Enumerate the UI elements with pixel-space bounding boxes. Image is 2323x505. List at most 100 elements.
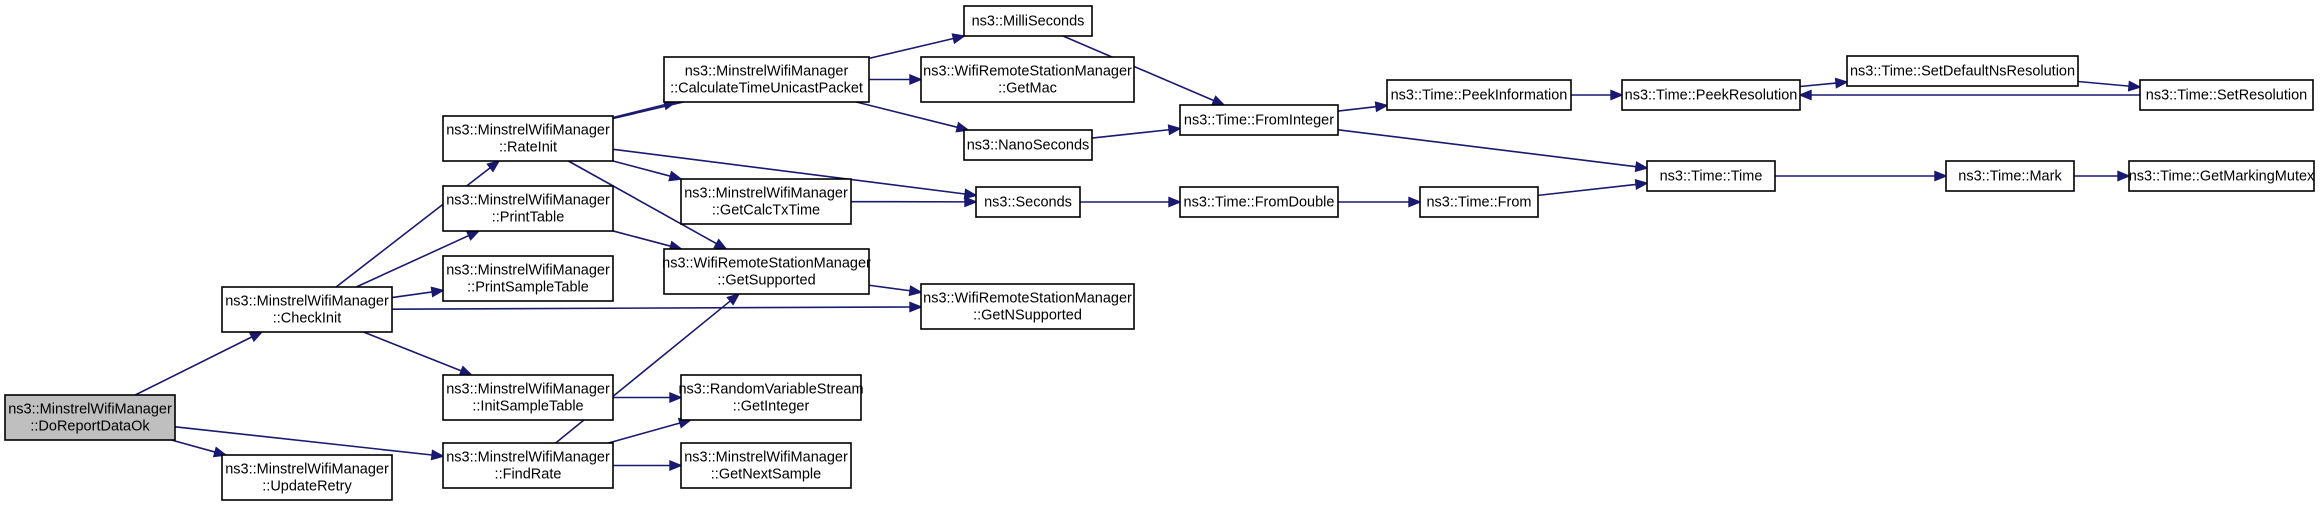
node-setdefault[interactable]: ns3::Time::SetDefaultNsResolution <box>1846 55 2079 87</box>
node-label-nanoseconds-0: ns3::NanoSeconds <box>967 138 1090 154</box>
node-label-seconds-0: ns3::Seconds <box>984 195 1072 211</box>
node-label-checkinit-0: ns3::MinstrelWifiManager <box>225 294 389 310</box>
node-label-time-0: ns3::Time::Time <box>1660 169 1763 185</box>
node-box-nanoseconds <box>963 129 1093 161</box>
node-label-updateretry-1: ::UpdateRetry <box>262 479 352 495</box>
node-time[interactable]: ns3::Time::Time <box>1646 160 1776 192</box>
node-label-printtable-0: ns3::MinstrelWifiManager <box>446 193 610 209</box>
node-label-frominteger-0: ns3::Time::FromInteger <box>1184 113 1334 129</box>
node-calctime[interactable]: ns3::MinstrelWifiManager::CalculateTimeU… <box>663 56 870 103</box>
node-label-initsample-0: ns3::MinstrelWifiManager <box>446 382 610 398</box>
arrowhead-doreport-to-findrate <box>430 449 445 461</box>
arrowhead-calctime-to-getmac <box>909 73 923 86</box>
node-getsupported[interactable]: ns3::WifiRemoteStationManager::GetSuppor… <box>662 248 871 295</box>
node-printtable[interactable]: ns3::MinstrelWifiManager::PrintTable <box>442 185 614 232</box>
node-box-setres <box>2139 79 2314 111</box>
node-box-updateretry <box>221 454 393 501</box>
node-frominteger[interactable]: ns3::Time::FromInteger <box>1179 104 1339 136</box>
node-label-fromdouble-0: ns3::Time::FromDouble <box>1184 195 1335 211</box>
arrowhead-peekres-to-setdefault <box>1834 77 1849 89</box>
node-label-getmac-1: ::GetMac <box>998 81 1057 97</box>
arrowhead-checkinit-to-initsample <box>458 365 474 376</box>
node-from[interactable]: ns3::Time::From <box>1419 186 1539 218</box>
node-label-milliseconds-0: ns3::MilliSeconds <box>972 14 1085 30</box>
edge-nanoseconds-to-frominteger <box>1091 128 1170 139</box>
arrowhead-time-to-mark <box>1934 170 1948 182</box>
edge-milliseconds-to-frominteger <box>1062 35 1215 102</box>
node-box-initsample <box>442 374 614 421</box>
edge-rateinit-to-getsupported <box>567 160 717 245</box>
edge-frominteger-to-peekinfo <box>1337 105 1377 112</box>
node-initsample[interactable]: ns3::MinstrelWifiManager::InitSampleTabl… <box>442 374 614 421</box>
arrowhead-checkinit-to-printsample <box>430 286 445 298</box>
node-peekinfo[interactable]: ns3::Time::PeekInformation <box>1386 79 1572 111</box>
node-box-getnsupported <box>920 283 1135 330</box>
arrowhead-fromdouble-to-from <box>1408 196 1422 208</box>
node-box-findrate <box>442 442 614 489</box>
node-getnsupported[interactable]: ns3::WifiRemoteStationManager::GetNSuppo… <box>920 283 1135 330</box>
node-updateretry[interactable]: ns3::MinstrelWifiManager::UpdateRetry <box>221 454 393 501</box>
node-box-setdefault <box>1846 55 2079 87</box>
node-getnextsample[interactable]: ns3::MinstrelWifiManager::GetNextSample <box>680 442 852 489</box>
node-printsample[interactable]: ns3::MinstrelWifiManager::PrintSampleTab… <box>442 255 614 302</box>
node-getmac[interactable]: ns3::WifiRemoteStationManager::GetMac <box>920 56 1135 103</box>
edge-printtable-to-getsupported <box>612 230 671 247</box>
node-milliseconds[interactable]: ns3::MilliSeconds <box>963 5 1093 37</box>
node-label-getcalctx-0: ns3::MinstrelWifiManager <box>684 186 848 202</box>
node-box-fromdouble <box>1179 186 1339 218</box>
node-mark[interactable]: ns3::Time::Mark <box>1945 160 2075 192</box>
node-label-doreport-1: ::DoReportDataOk <box>30 419 150 435</box>
node-label-setres-0: ns3::Time::SetResolution <box>2146 88 2307 104</box>
arrowhead-from-to-time <box>1634 178 1649 190</box>
node-box-getmac <box>920 56 1135 103</box>
node-box-seconds <box>975 186 1081 218</box>
arrowhead-setres-to-peekres <box>1798 89 1812 101</box>
node-label-doreport-0: ns3::MinstrelWifiManager <box>8 402 172 418</box>
arrowhead-findrate-to-getnextsample <box>669 459 683 472</box>
node-label-getnsupported-1: ::GetNSupported <box>973 308 1082 324</box>
node-box-printtable <box>442 185 614 232</box>
node-fromdouble[interactable]: ns3::Time::FromDouble <box>1179 186 1339 218</box>
edge-getsupported-to-getnsupported <box>868 284 911 292</box>
arrowhead-mark-to-getmarking <box>2117 170 2131 182</box>
arrowhead-rateinit-to-getcalctx <box>668 170 683 182</box>
edge-doreport-to-checkinit <box>134 336 253 396</box>
node-box-getmarking <box>2128 160 2315 192</box>
edge-rateinit-to-getcalctx <box>612 160 671 177</box>
edge-findrate-to-getsupported <box>555 300 731 444</box>
arrowhead-nanoseconds-to-frominteger <box>1167 124 1182 136</box>
arrowhead-doreport-to-checkinit <box>248 331 264 343</box>
node-peekres[interactable]: ns3::Time::PeekResolution <box>1621 79 1801 111</box>
node-box-doreport <box>4 394 176 441</box>
arrowhead-getcalctx-to-seconds <box>964 196 978 208</box>
arrowhead-checkinit-to-getnsupported <box>909 301 923 313</box>
node-getmarking[interactable]: ns3::Time::GetMarkingMutex <box>2128 160 2315 192</box>
node-getcalctx[interactable]: ns3::MinstrelWifiManager::GetCalcTxTime <box>680 178 852 225</box>
arrowhead-milliseconds-to-frominteger <box>1211 95 1226 106</box>
arrowhead-frominteger-to-time <box>1634 161 1649 173</box>
edge-setdefault-to-setres <box>2077 80 2130 87</box>
node-getinteger[interactable]: ns3::RandomVariableStream::GetInteger <box>678 374 864 421</box>
node-label-printsample-0: ns3::MinstrelWifiManager <box>446 263 610 279</box>
node-label-peekres-0: ns3::Time::PeekResolution <box>1625 88 1798 104</box>
node-label-getmarking-0: ns3::Time::GetMarkingMutex <box>2129 169 2315 185</box>
node-seconds[interactable]: ns3::Seconds <box>975 186 1081 218</box>
node-setres[interactable]: ns3::Time::SetResolution <box>2139 79 2314 111</box>
node-label-initsample-1: ::InitSampleTable <box>472 399 583 415</box>
node-box-peekinfo <box>1386 79 1572 111</box>
node-label-getmac-0: ns3::WifiRemoteStationManager <box>923 64 1132 80</box>
node-rateinit[interactable]: ns3::MinstrelWifiManager::RateInit <box>442 115 614 162</box>
node-box-checkinit <box>221 286 393 333</box>
node-label-printtable-1: ::PrintTable <box>492 210 565 226</box>
node-box-time <box>1646 160 1776 192</box>
node-box-getsupported <box>663 248 870 295</box>
node-doreport[interactable]: ns3::MinstrelWifiManager::DoReportDataOk <box>4 394 176 441</box>
node-box-milliseconds <box>963 5 1093 37</box>
node-box-from <box>1419 186 1539 218</box>
edge-calctime-to-nanoseconds <box>856 101 958 129</box>
node-findrate[interactable]: ns3::MinstrelWifiManager::FindRate <box>442 442 614 489</box>
node-checkinit[interactable]: ns3::MinstrelWifiManager::CheckInit <box>221 286 393 333</box>
edge-doreport-to-findrate <box>174 426 433 456</box>
node-nanoseconds[interactable]: ns3::NanoSeconds <box>963 129 1093 161</box>
